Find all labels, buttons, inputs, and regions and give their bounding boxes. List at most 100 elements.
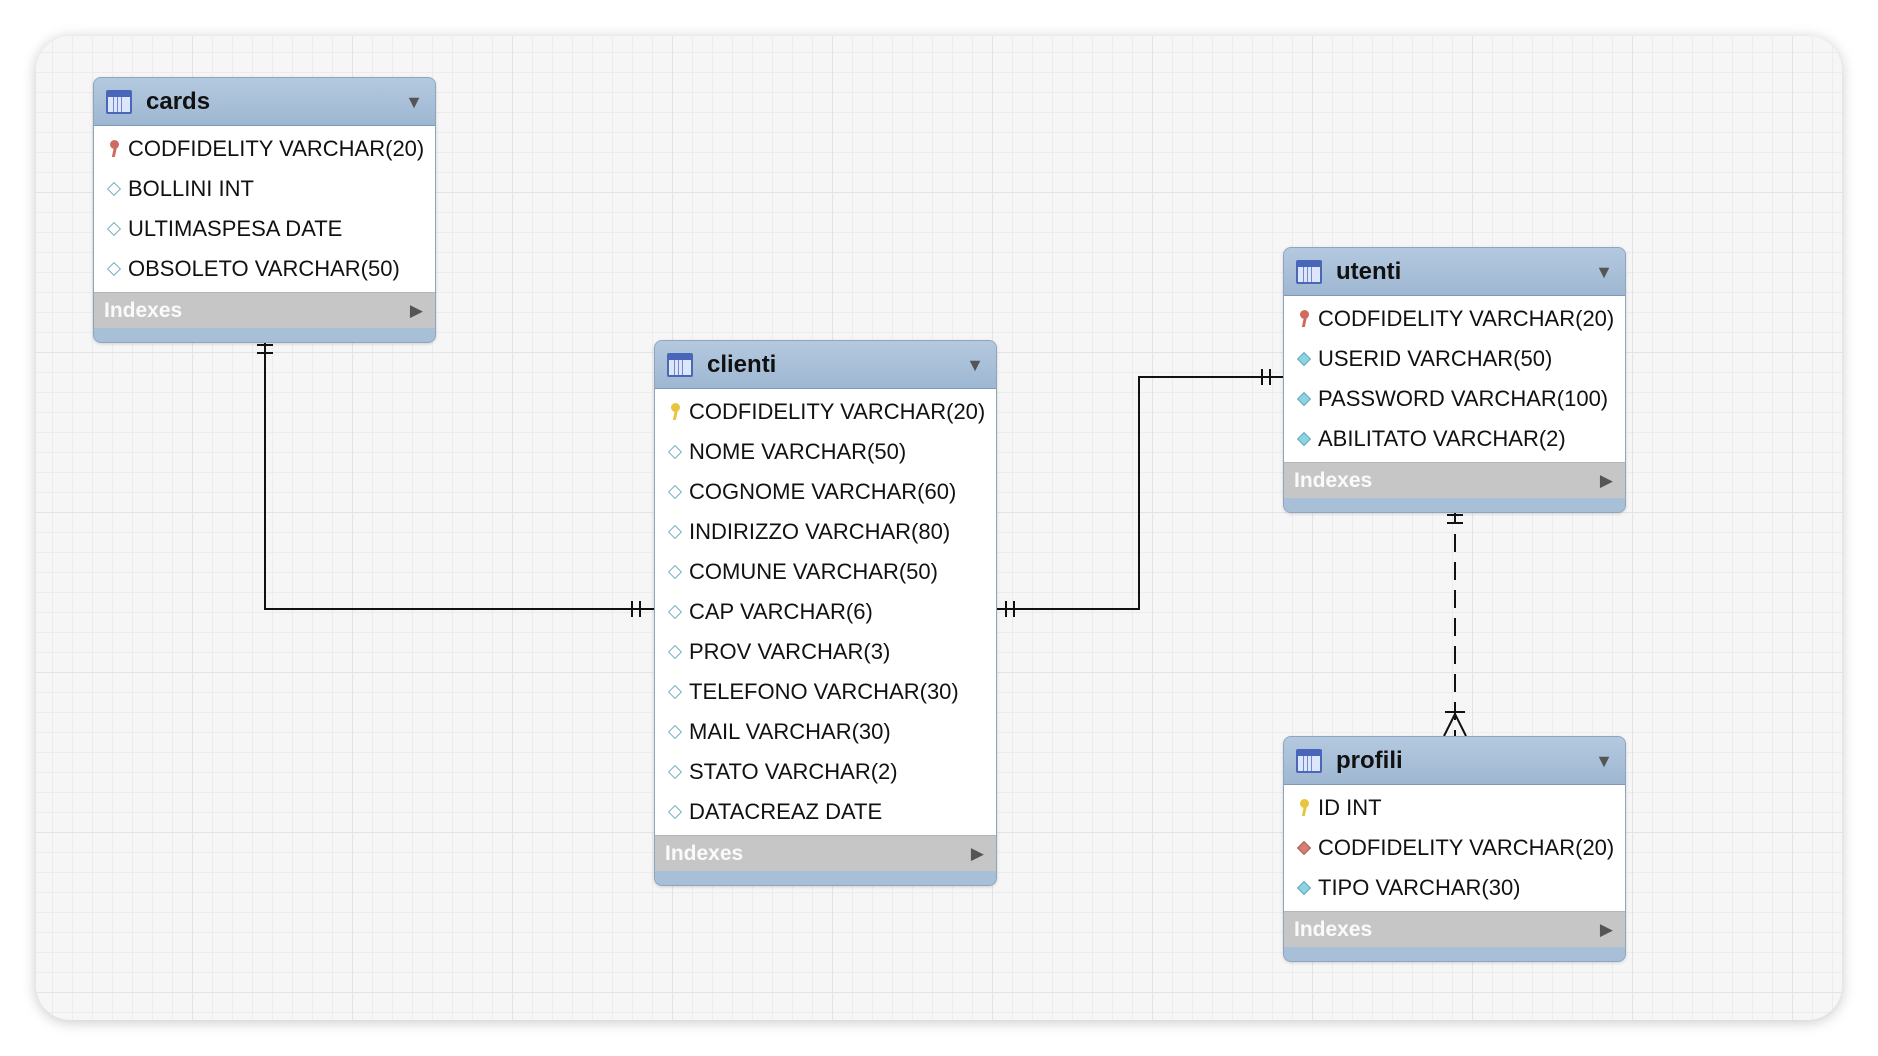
- entity-header[interactable]: profili ▼: [1284, 737, 1625, 785]
- not-null-diamond-icon: [1294, 388, 1314, 410]
- collapse-arrow-icon[interactable]: ▼: [405, 91, 423, 112]
- attribute-row[interactable]: ID INT: [1284, 788, 1625, 828]
- entity-header[interactable]: utenti ▼: [1284, 248, 1625, 296]
- entity-footer: [1284, 498, 1625, 512]
- table-icon: [1296, 259, 1322, 284]
- attribute-label: PROV VARCHAR(3): [689, 639, 891, 664]
- attribute-label: CODFIDELITY VARCHAR(20): [128, 136, 425, 161]
- entity-footer: [1284, 947, 1625, 961]
- attribute-list: CODFIDELITY VARCHAR(20) NOME VARCHAR(50)…: [655, 389, 996, 835]
- indexes-label: Indexes: [665, 841, 744, 865]
- attribute-label: PASSWORD VARCHAR(100): [1318, 386, 1609, 411]
- attribute-row[interactable]: NOME VARCHAR(50): [655, 432, 996, 472]
- not-null-diamond-icon: [1294, 877, 1314, 899]
- attribute-row[interactable]: STATO VARCHAR(2): [655, 752, 996, 792]
- attribute-label: CAP VARCHAR(6): [689, 599, 873, 624]
- attribute-row[interactable]: MAIL VARCHAR(30): [655, 712, 996, 752]
- entity-clienti[interactable]: clienti ▼ CODFIDELITY VARCHAR(20) NOME V…: [654, 340, 997, 886]
- attribute-row[interactable]: BOLLINI INT: [94, 169, 435, 209]
- attribute-row[interactable]: OBSOLETO VARCHAR(50): [94, 249, 435, 289]
- indexes-section[interactable]: Indexes ▶: [1284, 462, 1625, 498]
- primary-key-icon: [1294, 797, 1314, 819]
- column-diamond-icon: [104, 178, 124, 200]
- indexes-section[interactable]: Indexes ▶: [94, 292, 435, 328]
- attribute-row[interactable]: PASSWORD VARCHAR(100): [1284, 379, 1625, 419]
- entity-profili[interactable]: profili ▼ ID INT CODFIDELITY VARCHAR(20)…: [1283, 736, 1626, 962]
- column-diamond-icon: [104, 258, 124, 280]
- attribute-row[interactable]: CODFIDELITY VARCHAR(20): [1284, 828, 1625, 868]
- attribute-label: CODFIDELITY VARCHAR(20): [1318, 835, 1615, 860]
- expand-arrow-icon[interactable]: ▶: [409, 300, 423, 320]
- attribute-label: USERID VARCHAR(50): [1318, 346, 1553, 371]
- expand-arrow-icon[interactable]: ▶: [1599, 470, 1613, 490]
- attribute-row[interactable]: COMUNE VARCHAR(50): [655, 552, 996, 592]
- collapse-arrow-icon[interactable]: ▼: [1595, 750, 1613, 771]
- attribute-list: ID INT CODFIDELITY VARCHAR(20) TIPO VARC…: [1284, 785, 1625, 911]
- attribute-row[interactable]: INDIRIZZO VARCHAR(80): [655, 512, 996, 552]
- attribute-row[interactable]: CAP VARCHAR(6): [655, 592, 996, 632]
- entity-header[interactable]: cards ▼: [94, 78, 435, 126]
- attribute-row[interactable]: COGNOME VARCHAR(60): [655, 472, 996, 512]
- column-diamond-icon: [665, 481, 685, 503]
- entity-footer: [655, 871, 996, 885]
- attribute-row[interactable]: ULTIMASPESA DATE: [94, 209, 435, 249]
- indexes-label: Indexes: [1294, 468, 1373, 492]
- attribute-label: OBSOLETO VARCHAR(50): [128, 256, 400, 281]
- expand-arrow-icon[interactable]: ▶: [1599, 919, 1613, 939]
- expand-arrow-icon[interactable]: ▶: [970, 843, 984, 863]
- entity-header[interactable]: clienti ▼: [655, 341, 996, 389]
- attribute-label: ID INT: [1318, 795, 1382, 820]
- attribute-label: TIPO VARCHAR(30): [1318, 875, 1521, 900]
- table-icon: [667, 352, 693, 377]
- indexes-label: Indexes: [1294, 917, 1373, 941]
- collapse-arrow-icon[interactable]: ▼: [1595, 261, 1613, 282]
- attribute-row[interactable]: CODFIDELITY VARCHAR(20): [94, 129, 435, 169]
- column-diamond-icon: [665, 761, 685, 783]
- attribute-label: TELEFONO VARCHAR(30): [689, 679, 959, 704]
- attribute-row[interactable]: CODFIDELITY VARCHAR(20): [655, 392, 996, 432]
- attribute-label: MAIL VARCHAR(30): [689, 719, 891, 744]
- column-diamond-icon: [665, 641, 685, 663]
- attribute-row[interactable]: PROV VARCHAR(3): [655, 632, 996, 672]
- entity-utenti[interactable]: utenti ▼ CODFIDELITY VARCHAR(20) USERID …: [1283, 247, 1626, 513]
- collapse-arrow-icon[interactable]: ▼: [966, 354, 984, 375]
- entity-title: profili: [1336, 746, 1403, 774]
- attribute-row[interactable]: USERID VARCHAR(50): [1284, 339, 1625, 379]
- not-null-diamond-icon: [1294, 428, 1314, 450]
- column-diamond-icon: [665, 681, 685, 703]
- attribute-list: CODFIDELITY VARCHAR(20) USERID VARCHAR(5…: [1284, 296, 1625, 462]
- attribute-row[interactable]: DATACREAZ DATE: [655, 792, 996, 832]
- attribute-label: CODFIDELITY VARCHAR(20): [1318, 306, 1615, 331]
- attribute-label: INDIRIZZO VARCHAR(80): [689, 519, 951, 544]
- attribute-list: CODFIDELITY VARCHAR(20) BOLLINI INT ULTI…: [94, 126, 435, 292]
- attribute-row[interactable]: ABILITATO VARCHAR(2): [1284, 419, 1625, 459]
- table-icon: [106, 89, 132, 114]
- foreign-key-diamond-icon: [1294, 837, 1314, 859]
- primary-foreign-key-icon: [104, 138, 124, 160]
- attribute-label: DATACREAZ DATE: [689, 799, 883, 824]
- attribute-row[interactable]: TELEFONO VARCHAR(30): [655, 672, 996, 712]
- primary-key-icon: [665, 401, 685, 423]
- entity-cards[interactable]: cards ▼ CODFIDELITY VARCHAR(20) BOLLINI …: [93, 77, 436, 343]
- attribute-row[interactable]: CODFIDELITY VARCHAR(20): [1284, 299, 1625, 339]
- entity-footer: [94, 328, 435, 342]
- indexes-label: Indexes: [104, 298, 183, 322]
- attribute-label: COMUNE VARCHAR(50): [689, 559, 938, 584]
- attribute-label: ULTIMASPESA DATE: [128, 216, 343, 241]
- column-diamond-icon: [665, 441, 685, 463]
- entity-title: cards: [146, 87, 211, 115]
- column-diamond-icon: [665, 521, 685, 543]
- primary-foreign-key-icon: [1294, 308, 1314, 330]
- column-diamond-icon: [665, 601, 685, 623]
- attribute-label: ABILITATO VARCHAR(2): [1318, 426, 1566, 451]
- attribute-label: NOME VARCHAR(50): [689, 439, 907, 464]
- column-diamond-icon: [665, 801, 685, 823]
- entity-title: clienti: [707, 350, 777, 378]
- attribute-row[interactable]: TIPO VARCHAR(30): [1284, 868, 1625, 908]
- attribute-label: CODFIDELITY VARCHAR(20): [689, 399, 986, 424]
- column-diamond-icon: [665, 561, 685, 583]
- table-icon: [1296, 748, 1322, 773]
- attribute-label: STATO VARCHAR(2): [689, 759, 898, 784]
- indexes-section[interactable]: Indexes ▶: [1284, 911, 1625, 947]
- indexes-section[interactable]: Indexes ▶: [655, 835, 996, 871]
